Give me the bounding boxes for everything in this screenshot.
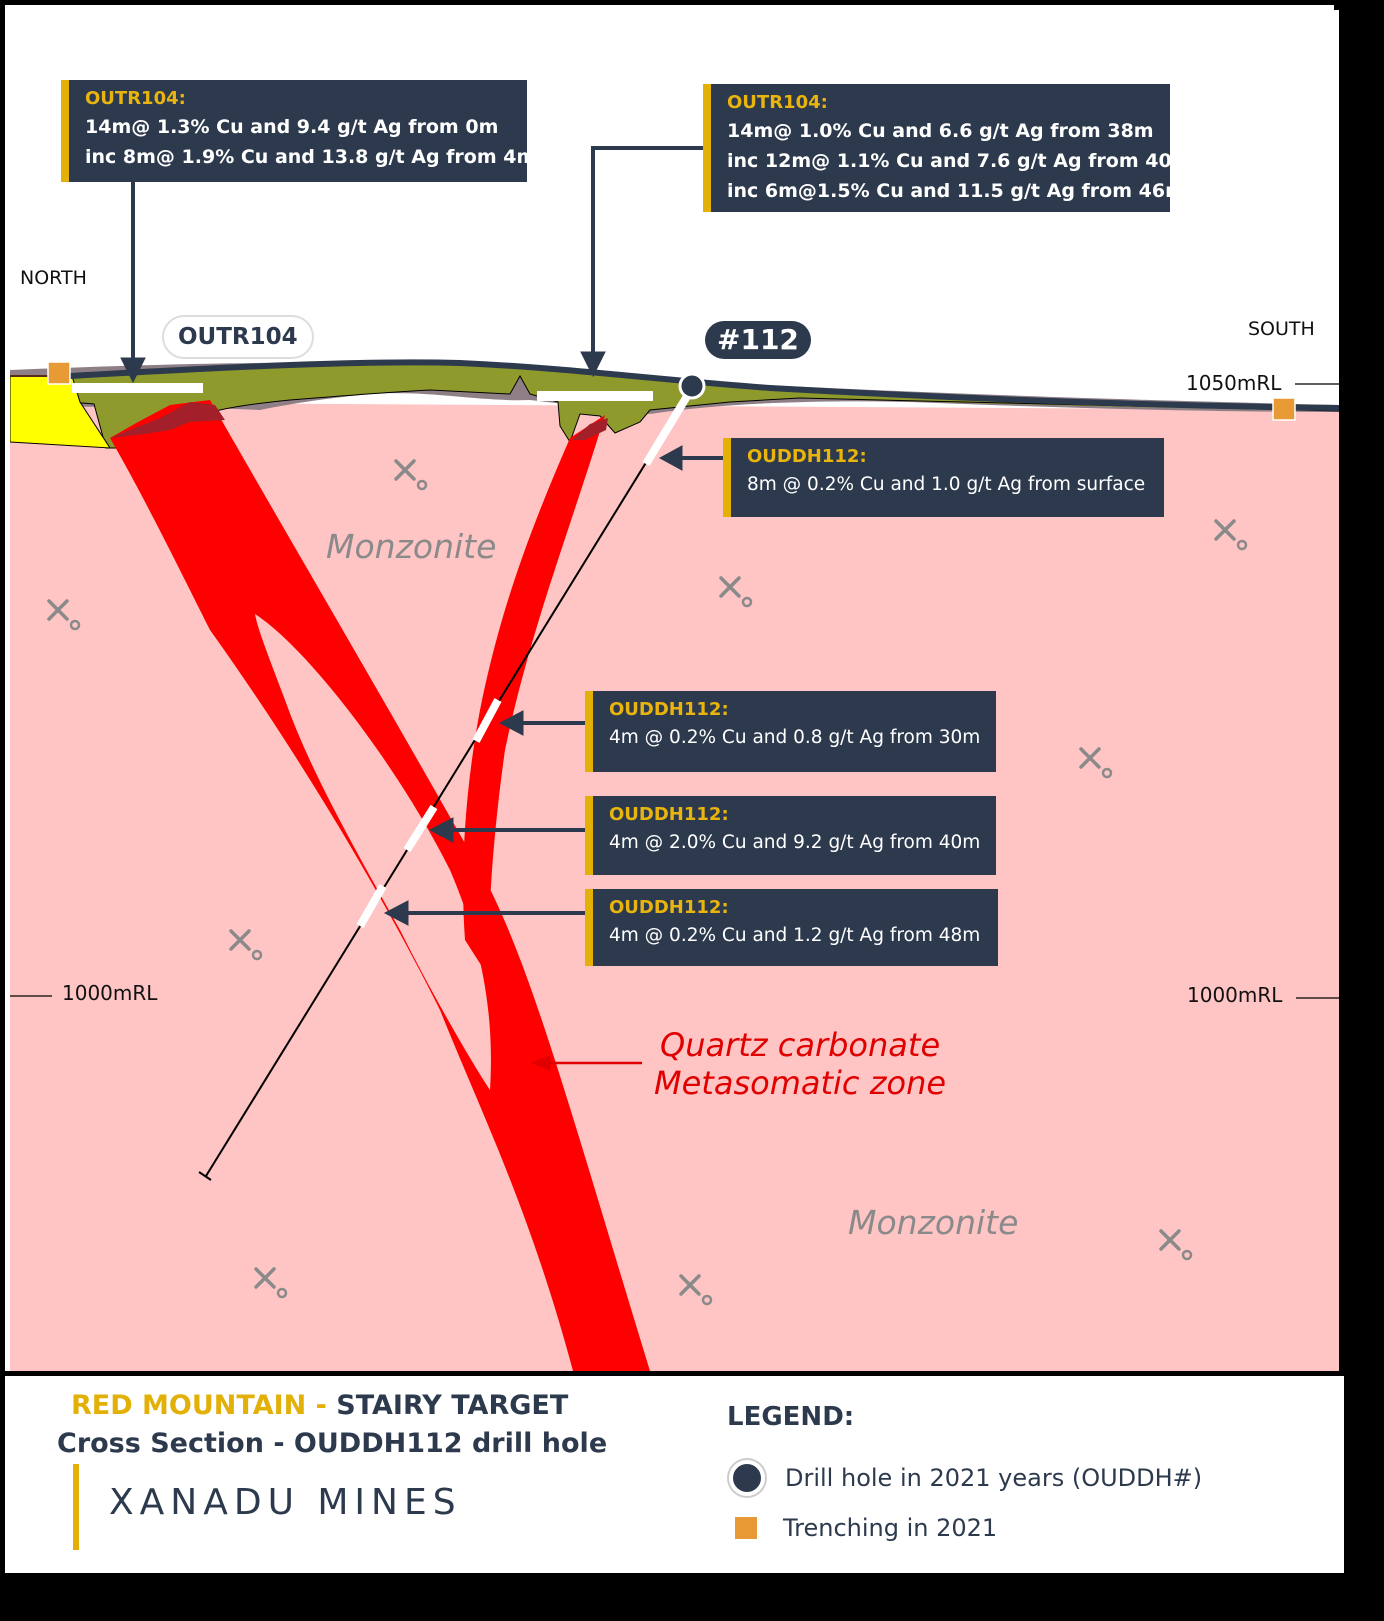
monzonite-symbol-icon	[1079, 747, 1113, 779]
drill-hole-trace	[205, 387, 693, 1177]
leader-arrow-callout-4	[498, 710, 585, 736]
monzonite-symbol-icon	[254, 1267, 288, 1299]
rock-label-monzonite-upper: Monzonite	[326, 527, 497, 566]
oxidised-zone-top-right	[572, 418, 608, 440]
trench-label-outr104[interactable]: OUTR104	[162, 315, 314, 359]
leader-arrow-callout-3	[658, 445, 725, 471]
drill-hole-icon	[729, 1460, 765, 1496]
monzonite-symbol-icon	[1214, 519, 1248, 551]
drill-interval-48m	[356, 884, 387, 928]
rl-label-1050: 1050mRL	[1186, 371, 1282, 395]
callout-ouddh112-surface: OUDDH112: 8m @ 0.2% Cu and 1.0 g/t Ag fr…	[723, 438, 1164, 517]
rock-label-monzonite-lower: Monzonite	[848, 1203, 1019, 1242]
leader-arrow-callout-6	[383, 900, 585, 926]
trench-marker-north	[47, 361, 71, 385]
callout-title: OUDDH112:	[609, 804, 729, 825]
callout-line: 14m@ 1.3% Cu and 9.4 g/t Ag from 0m	[85, 116, 499, 138]
callout-title: OUDDH112:	[609, 897, 729, 918]
callout-line: inc 12m@ 1.1% Cu and 7.6 g/t Ag from 40m	[727, 150, 1192, 172]
legend-title: LEGEND:	[727, 1402, 855, 1432]
figure-subtitle: Cross Section - OUDDH112 drill hole	[57, 1428, 608, 1459]
monzonite-symbol-icon	[1159, 1229, 1193, 1261]
callout-outr104-central: OUTR104: 14m@ 1.0% Cu and 6.6 g/t Ag fro…	[703, 84, 1192, 212]
callout-title: OUDDH112:	[747, 446, 867, 467]
callout-line: 4m @ 0.2% Cu and 0.8 g/t Ag from 30m	[609, 727, 981, 748]
callout-ouddh112-48m: OUDDH112: 4m @ 0.2% Cu and 1.2 g/t Ag fr…	[585, 889, 998, 966]
callout-line: 14m@ 1.0% Cu and 6.6 g/t Ag from 38m	[727, 120, 1154, 142]
callout-line: 8m @ 0.2% Cu and 1.0 g/t Ag from surface	[747, 474, 1146, 495]
legend-label: Drill hole in 2021 years (OUDDH#)	[785, 1464, 1203, 1492]
zone-label-line-2: Metasomatic zone	[654, 1064, 947, 1102]
callout-line: 4m @ 0.2% Cu and 1.2 g/t Ag from 48m	[609, 925, 981, 946]
zone-label-line-1: Quartz carbonate	[660, 1026, 941, 1064]
monzonite-symbol-icon	[679, 1274, 713, 1306]
trench-square-icon	[735, 1517, 757, 1539]
figure-title: RED MOUNTAIN - STAIRY TARGET	[71, 1390, 568, 1421]
ground-surface	[69, 359, 1339, 411]
trench-marker-south	[1272, 397, 1296, 421]
figure-frame: NORTH SOUTH 1050mRL 1000mRL 1000mRL Monz…	[0, 0, 1344, 1573]
callout-ouddh112-30m: OUDDH112: 4m @ 0.2% Cu and 0.8 g/t Ag fr…	[585, 691, 996, 772]
callout-title: OUTR104:	[727, 92, 828, 113]
callout-line: 4m @ 2.0% Cu and 9.2 g/t Ag from 40m	[609, 832, 981, 853]
zone-pointer-arrow	[530, 1055, 642, 1071]
title-project: RED MOUNTAIN -	[71, 1390, 327, 1421]
monzonite-symbol-icon	[229, 929, 263, 961]
monzonite-symbol-icon	[719, 576, 753, 608]
monzonite-symbol-icon	[394, 459, 428, 491]
drillhole-label-112[interactable]: #112	[705, 321, 811, 359]
title-target: STAIRY TARGET	[336, 1390, 569, 1421]
callout-ouddh112-40m: OUDDH112: 4m @ 2.0% Cu and 9.2 g/t Ag fr…	[585, 796, 996, 875]
drill-interval-surface	[642, 385, 696, 467]
leader-arrow-callout-1	[120, 182, 146, 384]
cross-section-drawing	[10, 146, 1339, 1371]
direction-south: SOUTH	[1248, 318, 1315, 340]
monzonite-symbol-icon	[47, 599, 81, 631]
callout-outr104-north: OUTR104: 14m@ 1.3% Cu and 9.4 g/t Ag fro…	[61, 80, 537, 182]
direction-north: NORTH	[20, 267, 87, 289]
callout-line: inc 6m@1.5% Cu and 11.5 g/t Ag from 46m	[727, 180, 1185, 202]
rl-label-1000-right: 1000mRL	[1187, 983, 1283, 1007]
drill-hole-collar[interactable]	[678, 372, 706, 400]
figure-footer: RED MOUNTAIN - STAIRY TARGET Cross Secti…	[5, 1371, 1344, 1573]
callout-line: inc 8m@ 1.9% Cu and 13.8 g/t Ag from 4m	[85, 146, 537, 168]
legend-item-trench: Trenching in 2021	[727, 1514, 997, 1542]
drill-interval-30m	[472, 698, 502, 743]
trench-interval-north	[72, 383, 203, 393]
callout-title: OUDDH112:	[609, 699, 729, 720]
rl-label-1000-left: 1000mRL	[62, 981, 158, 1005]
zone-lens	[255, 614, 491, 1090]
trench-interval-central	[537, 391, 653, 401]
brand-logo-text: XANADU MINES	[109, 1482, 462, 1523]
leader-arrow-callout-2	[580, 146, 705, 378]
leader-arrow-callout-5	[428, 817, 585, 843]
legend-item-drill-hole: Drill hole in 2021 years (OUDDH#)	[727, 1460, 1202, 1496]
oxidised-zone-top-left	[110, 402, 225, 438]
cross-section-panel: NORTH SOUTH 1050mRL 1000mRL 1000mRL Monz…	[10, 10, 1339, 1371]
legend-label: Trenching in 2021	[783, 1514, 998, 1542]
callout-title: OUTR104:	[85, 88, 186, 109]
brand-accent-bar	[73, 1464, 79, 1550]
drill-interval-40m	[403, 804, 438, 853]
drill-hole-end-tick	[198, 1171, 212, 1181]
quartz-carbonate-zone-splay	[463, 415, 605, 976]
